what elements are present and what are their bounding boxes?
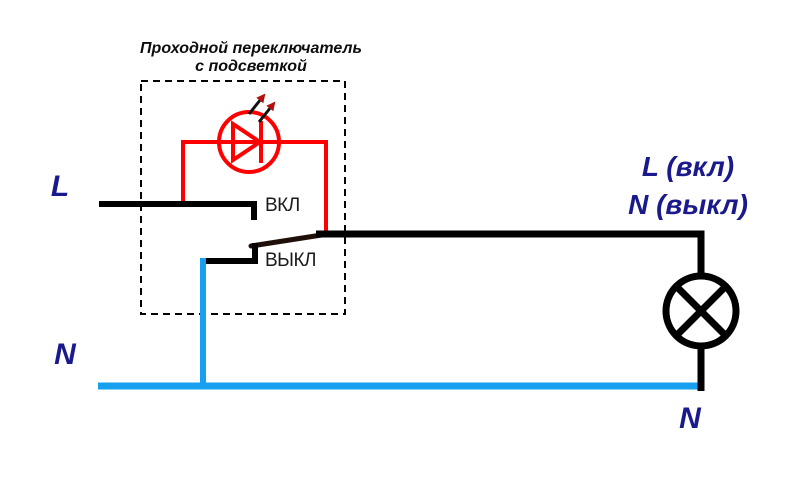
terminal-label-neutral-left: N [54, 338, 77, 371]
lamp-symbol [662, 272, 740, 391]
lamp-feed-wire [316, 230, 705, 278]
on-contact-label: ВКЛ [265, 195, 300, 216]
terminal-label-neutral-bottom: N [679, 402, 702, 435]
light-arrow-shaft-1 [247, 98, 263, 115]
terminal-label-line-left: L [51, 170, 69, 203]
light-arrow-head-2 [266, 101, 276, 112]
dashed-enclosure-box [140, 80, 346, 315]
off-contact-label: ВЫКЛ [265, 250, 316, 271]
light-arrow-shaft-2 [257, 106, 273, 123]
lamp-neutral-state-label: N (выкл) [628, 189, 748, 220]
diagram-title-line1: Проходной переключатель [140, 40, 362, 57]
lamp-cross-line-2 [674, 284, 728, 338]
switch-lever [248, 231, 331, 249]
led-diode-triangle [231, 120, 264, 164]
lamp-line-state-label: L (вкл) [642, 151, 734, 182]
phase-feed-wire-on-contact [99, 201, 257, 220]
led-emission-arrows [247, 93, 276, 123]
off-contact-wire [201, 243, 258, 264]
diagram-title-line2: с подсветкой [195, 58, 307, 75]
light-arrow-head-1 [256, 93, 266, 104]
